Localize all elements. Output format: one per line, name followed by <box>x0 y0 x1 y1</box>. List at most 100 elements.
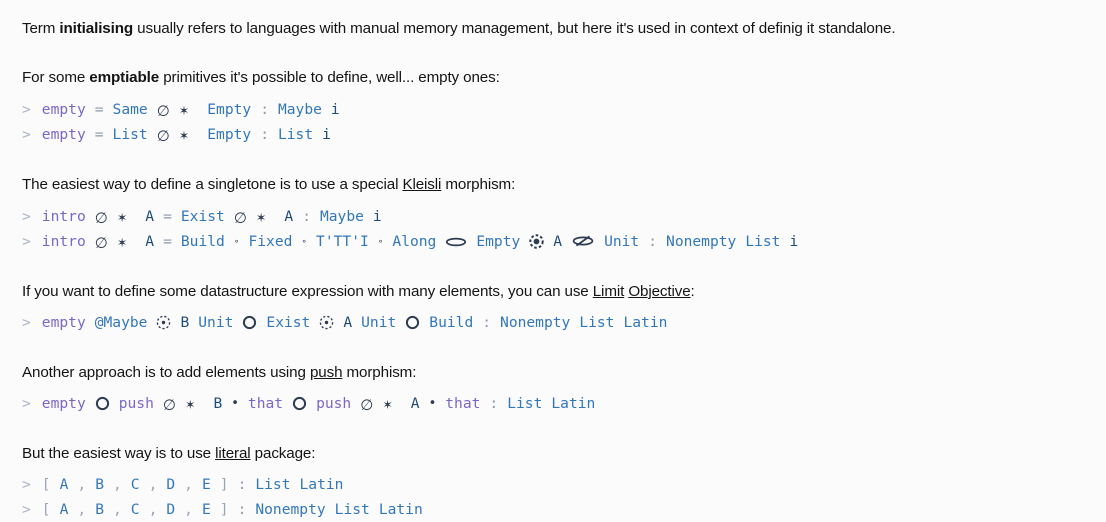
paragraph-initialising-bold-initialising: initialising <box>59 20 134 37</box>
token-colon: : <box>648 233 658 250</box>
star-icon: ✶ <box>184 397 196 412</box>
token-ident-a: A <box>145 233 155 250</box>
token-type-nonempty: Nonempty <box>666 233 737 250</box>
token-that: that <box>247 395 284 412</box>
token-ident-b: B <box>95 476 104 493</box>
emptyset-icon: ∅ <box>94 209 108 227</box>
paragraph-emptiable-bold-emptiable: emptiable <box>89 69 160 86</box>
paragraph-literal-text-2: package: <box>250 445 316 462</box>
link-objective[interactable]: Objective <box>628 283 691 300</box>
token-push: push <box>316 395 352 412</box>
code-prompt: > <box>22 101 31 118</box>
token-ident-b: B <box>213 395 223 412</box>
star-icon: ✶ <box>178 103 190 118</box>
paragraph-literal-text-1: But the easiest way is to use <box>22 445 216 462</box>
fisheye-icon <box>529 233 544 250</box>
token-colon: : <box>260 126 269 143</box>
paragraph-emptiable-text-2: primitives it's possible to define, well… <box>159 69 500 86</box>
big-ring-icon <box>405 314 420 331</box>
token-colon: : <box>302 208 311 225</box>
token-type-exist: Exist <box>180 208 225 225</box>
token-rbracket: ] <box>219 476 229 493</box>
code-prompt: > <box>22 314 31 331</box>
token-type-list: List <box>579 314 615 331</box>
paragraph-singletone: The easiest way to define a singletone i… <box>22 174 1084 196</box>
token-equals: = <box>94 126 104 143</box>
token-empty: empty <box>41 126 86 143</box>
token-type-empty: Empty <box>207 101 252 118</box>
token-type-maybe: Maybe <box>319 208 364 225</box>
star-icon: ✶ <box>178 128 190 143</box>
token-equals: = <box>163 208 172 225</box>
token-ident-b: B <box>180 314 190 331</box>
token-type-build: Build <box>180 233 225 250</box>
token-empty: empty <box>41 395 86 412</box>
token-ident-a: A <box>553 233 563 250</box>
star-icon: ✶ <box>382 397 393 412</box>
big-ring-icon <box>242 314 257 331</box>
token-type-list: List <box>507 395 543 412</box>
paragraph-initialising: Term initialising usually refers to lang… <box>22 18 1084 40</box>
token-intro: intro <box>41 233 86 250</box>
token-type-unit: Unit <box>198 314 234 331</box>
link-literal[interactable]: literal <box>215 445 251 462</box>
token-type-nonempty: Nonempty <box>500 314 571 331</box>
token-ident-a: A <box>410 395 420 412</box>
code-prompt: > <box>22 233 31 250</box>
token-type-list: List <box>745 233 781 250</box>
bullet-dot-icon: • <box>428 396 437 411</box>
token-empty: empty <box>41 314 86 331</box>
token-ident-d: D <box>166 501 176 518</box>
token-type-fixed: Fixed <box>248 233 293 250</box>
oval-slash-icon <box>571 233 595 250</box>
token-type-nonempty: Nonempty <box>255 501 326 518</box>
token-ident-a: A <box>59 476 69 493</box>
token-type-latin: Latin <box>551 395 596 412</box>
token-type-exist: Exist <box>266 314 311 331</box>
token-type-empty: Empty <box>207 126 252 143</box>
paragraph-limit-text-1: If you want to define some datastructure… <box>22 283 593 300</box>
token-colon: : <box>237 501 247 518</box>
token-comma: , <box>77 476 87 493</box>
code-prompt: > <box>22 476 31 493</box>
paragraph-initialising-text-1: Term <box>22 20 60 37</box>
token-comma: , <box>148 501 158 518</box>
code-prompt: > <box>22 501 31 518</box>
link-kleisli[interactable]: Kleisli <box>402 176 442 193</box>
token-equals: = <box>163 233 172 250</box>
token-lbracket: [ <box>41 501 51 518</box>
token-type-unit: Unit <box>604 233 640 250</box>
paragraph-initialising-text-2: usually refers to languages with manual … <box>133 20 896 37</box>
token-type-unit: Unit <box>361 314 397 331</box>
paragraph-singletone-text-2: morphism: <box>441 176 516 193</box>
token-type-latin: Latin <box>623 314 668 331</box>
document-page: Term initialising usually refers to lang… <box>22 18 1084 518</box>
token-ident-i: i <box>789 233 799 250</box>
token-ident-i: i <box>322 126 331 143</box>
token-type-same: Same <box>112 101 148 118</box>
token-colon: : <box>482 314 492 331</box>
link-limit[interactable]: Limit <box>592 283 625 300</box>
token-ident-i: i <box>372 208 382 225</box>
link-push[interactable]: push <box>309 364 343 381</box>
token-ident-i: i <box>330 101 340 118</box>
token-colon: : <box>489 395 499 412</box>
paragraph-push: Another approach is to add elements usin… <box>22 362 1084 384</box>
token-type-along: Along <box>392 233 437 250</box>
token-type-list: List <box>112 126 148 143</box>
paragraph-push-text-2: morphism: <box>342 364 417 381</box>
token-push: push <box>118 395 154 412</box>
token-type-list: List <box>255 476 291 493</box>
token-type-latin: Latin <box>378 501 423 518</box>
token-ident-c: C <box>130 501 140 518</box>
